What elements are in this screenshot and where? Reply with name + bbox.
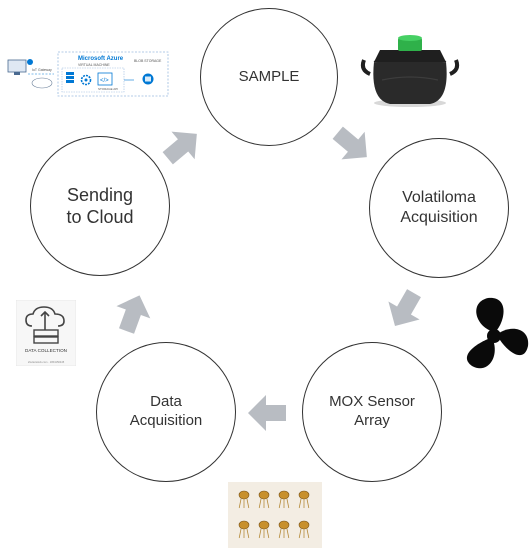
database-stack-icon: [33, 329, 59, 344]
server-icon: [66, 72, 74, 83]
sensor-elements: [238, 490, 310, 539]
node-volatiloma-acquisition: Volatiloma Acquisition: [369, 138, 509, 278]
arrow-data-to-cloud: [116, 295, 151, 334]
sensor-2: [258, 490, 270, 509]
azure-architecture-thumbnail: IoT Gateway Microsoft Azure VIRTUAL MACH…: [2, 50, 170, 98]
sensor-8: [298, 520, 310, 539]
azure-subtitle: VIRTUAL MACHINE: [78, 63, 110, 67]
node-mox-sensor-array: MOX Sensor Array: [302, 342, 442, 482]
sensor-6: [258, 520, 270, 539]
sensor-4: [298, 490, 310, 509]
svg-text:</>: </>: [100, 78, 109, 84]
code-icon: </>: [97, 72, 113, 86]
sensor-1: [238, 490, 250, 509]
sensor-7: [278, 520, 290, 539]
gear-icon: [80, 74, 92, 86]
arrow-sample-to-volatiloma: [332, 126, 367, 160]
node-sending-to-cloud: Sending to Cloud: [30, 136, 170, 276]
fan-icon: [466, 297, 529, 369]
node-data-acq-label: Data Acquisition: [129, 393, 203, 429]
arrow-volatiloma-to-mox: [388, 289, 421, 327]
blob-text: BLOB STORAGE: [134, 59, 162, 63]
data-collection-label: DATA COLLECTION: [25, 348, 67, 353]
blob-storage-icon: [142, 73, 154, 85]
sensor-3: [278, 490, 290, 509]
node-data-acquisition: Data Acquisition: [96, 342, 236, 482]
computer-icon: [7, 59, 33, 75]
mox-sensor-photo: [228, 482, 322, 548]
sensor-5: [238, 520, 250, 539]
cloud-upload-icon: [25, 306, 65, 330]
node-cloud-label: Sending to Cloud: [66, 184, 134, 228]
node-mox-label: MOX Sensor Array: [329, 393, 415, 429]
node-sample: SAMPLE: [200, 8, 338, 146]
data-collection-footer: shutterstock.com · 1954150445: [28, 360, 65, 364]
node-volatiloma-label: Volatiloma Acquisition: [400, 189, 478, 226]
gateway-text: IoT Gateway: [32, 68, 52, 72]
cloud-shape-icon: [31, 77, 53, 89]
data-collection-image: DATA COLLECTION shutterstock.com · 19541…: [16, 300, 76, 366]
azure-title: Microsoft Azure: [78, 56, 124, 62]
sample-jar-image: [360, 35, 460, 107]
arrow-cloud-to-sample: [162, 131, 197, 165]
api-text: STORAGE API: [98, 87, 118, 91]
arrow-mox-to-data: [248, 395, 286, 431]
node-sample-label: SAMPLE: [238, 67, 300, 85]
